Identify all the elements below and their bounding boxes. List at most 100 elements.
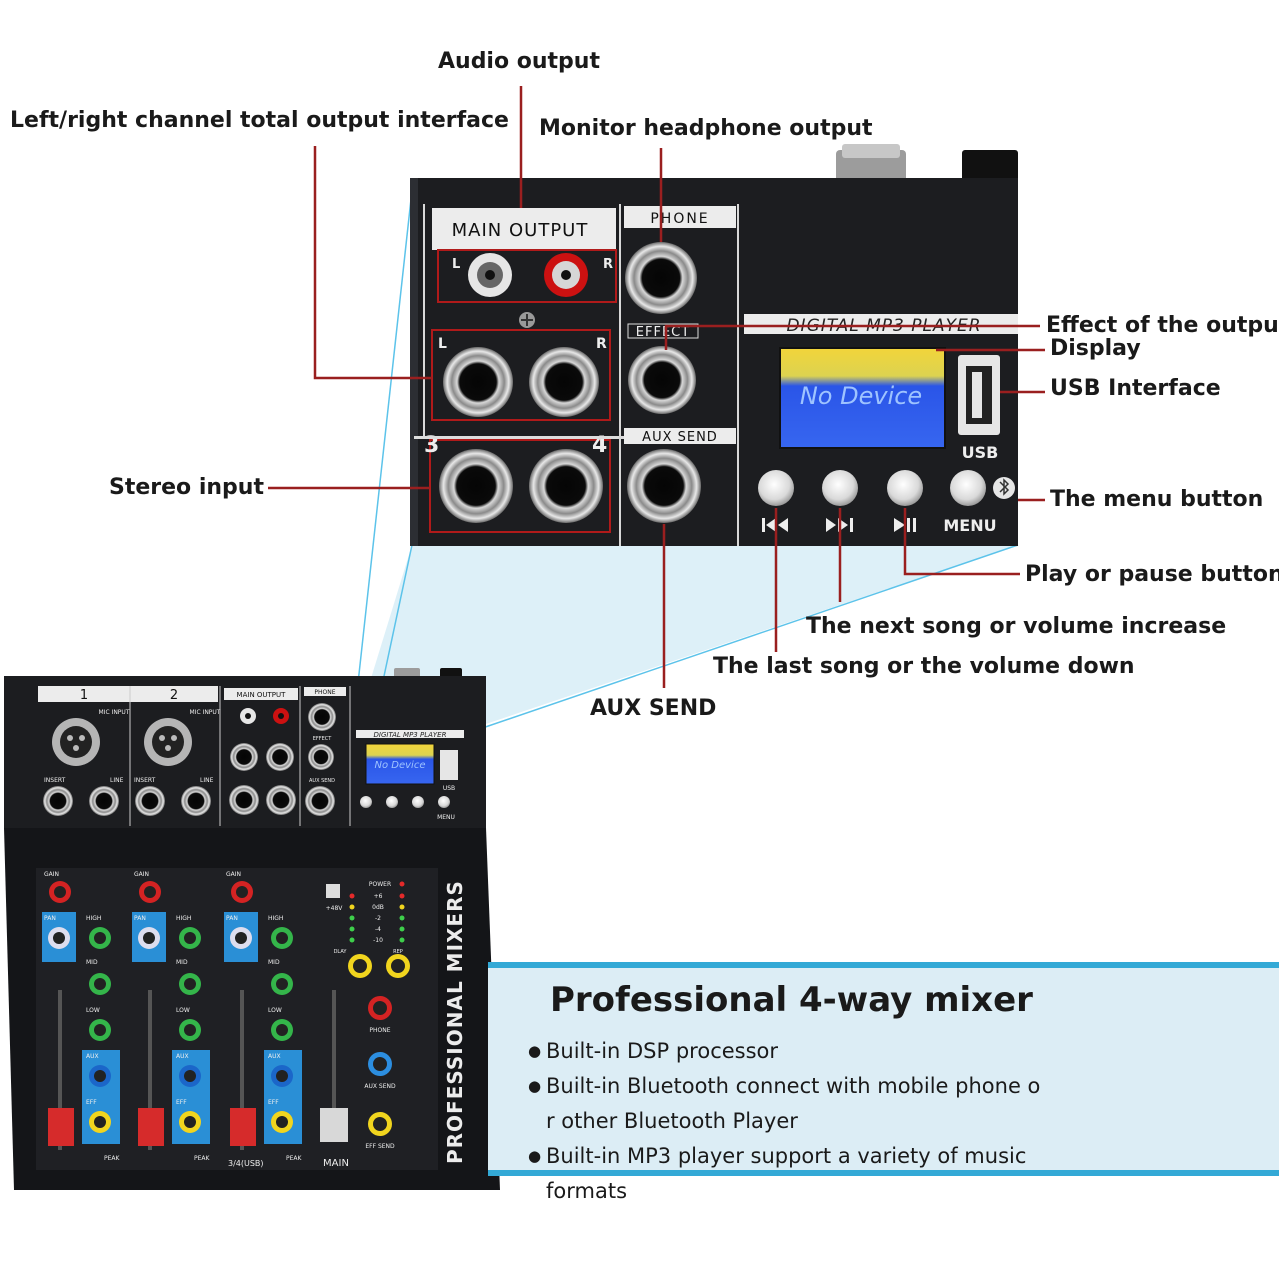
mini-effect-jack[interactable]	[308, 744, 334, 770]
mini-high-label: HIGH	[268, 915, 283, 922]
feature-info-box: Professional 4-way mixer Built-in DSP pr…	[488, 962, 1279, 1203]
mini-meter-led	[399, 893, 405, 899]
output-right-jack[interactable]	[529, 347, 599, 417]
mini-meter-led	[399, 915, 405, 921]
mini-meter-led	[399, 904, 405, 910]
mini-mic-input-2: MIC INPUT	[190, 709, 221, 716]
next-button[interactable]	[822, 470, 858, 506]
mini-in-4-jack[interactable]	[266, 785, 296, 815]
mini-channel-fader[interactable]	[230, 1108, 256, 1146]
feature-item-continuation: r other Bluetooth Player	[546, 1109, 798, 1133]
mini-meter-led	[349, 904, 355, 910]
mini-usb-label: USB	[443, 785, 455, 792]
mini-effect-label: EFFECT	[313, 736, 333, 742]
enlarged-panel: MAIN OUTPUT L R L R 3 4 PHONE	[410, 144, 1018, 546]
mini-high-label: HIGH	[176, 915, 191, 922]
mini-peak-label: PEAK	[104, 1155, 121, 1162]
mini-gain-label: GAIN	[44, 871, 59, 878]
feature-item: Built-in MP3 player support a variety of…	[528, 1139, 1068, 1209]
callout-lines	[268, 86, 1045, 688]
mini-mid-label: MID	[86, 959, 98, 966]
main-output-r: R	[603, 257, 613, 272]
mini-meter-label: -10	[373, 937, 383, 944]
mini-insert-2: INSERT	[134, 777, 156, 784]
mini-channel-fader[interactable]	[48, 1108, 74, 1146]
effect-jack[interactable]	[628, 346, 696, 414]
effect-label: EFFECT	[636, 325, 690, 340]
mini-delay-label: DLAY	[334, 949, 348, 955]
stereo-input-3-jack[interactable]	[439, 449, 513, 523]
mini-insert-jack-1[interactable]	[43, 786, 73, 816]
mini-line-1: LINE	[110, 777, 124, 784]
mini-line-jack-1[interactable]	[89, 786, 119, 816]
mini-meter-led	[349, 893, 355, 899]
mini-menu-label: MENU	[437, 814, 455, 821]
mini-phone-jack[interactable]	[308, 703, 336, 731]
mini-meter-label: +6	[374, 893, 383, 900]
mini-low-label: LOW	[268, 1007, 282, 1014]
mini-aux-send-jack[interactable]	[305, 786, 335, 816]
callout-menu-button: The menu button	[1050, 487, 1264, 512]
callout-next-song: The next song or volume increase	[806, 614, 1227, 639]
mini-ch2-label: 2	[170, 688, 178, 703]
usb-label: USB	[962, 443, 999, 462]
previous-icon	[762, 518, 788, 532]
previous-button[interactable]	[758, 470, 794, 506]
feature-item: Built-in Bluetooth connect with mobile p…	[528, 1069, 1068, 1104]
mini-mid-label: MID	[176, 959, 188, 966]
aux-send-jack[interactable]	[627, 449, 701, 523]
mini-aux-send-label: AUX SEND	[309, 778, 335, 784]
callout-lr-total-output: Left/right channel total output interfac…	[10, 108, 509, 133]
play-pause-icon	[894, 518, 916, 532]
feature-list: Built-in DSP processor Built-in Bluetoot…	[528, 1034, 1068, 1209]
mini-in-3-jack[interactable]	[229, 785, 259, 815]
mini-lcd-text: No Device	[375, 760, 426, 771]
mini-meter-label: 0dB	[372, 904, 384, 911]
mini-meter-label: -4	[375, 926, 381, 933]
play-pause-button[interactable]	[887, 470, 923, 506]
mini-peak-label: PEAK	[286, 1155, 303, 1162]
phone-label: PHONE	[650, 211, 709, 227]
callout-display: Display	[1050, 336, 1141, 361]
mini-gain-label: GAIN	[134, 871, 149, 878]
callout-last-song: The last song or the volume down	[713, 654, 1135, 679]
mini-phantom-label: +48V	[326, 905, 344, 912]
mini-eff-label: EFF	[86, 1099, 97, 1106]
mini-insert-jack-2[interactable]	[135, 786, 165, 816]
feature-title: Professional 4-way mixer	[550, 980, 1033, 1020]
mini-aux-send-knob-label: AUX SEND	[364, 1083, 396, 1090]
menu-label: MENU	[943, 516, 996, 535]
channel-4-label: 4	[592, 433, 607, 458]
mini-aux-label: AUX	[176, 1053, 189, 1060]
mini-mixer: 1 2 MIC INPUT INSERT LINE MIC INPUT INSE…	[4, 668, 500, 1190]
mini-insert-1: INSERT	[44, 777, 66, 784]
mini-brand-vertical: PROFESSIONAL MIXERS	[443, 880, 467, 1164]
mini-eff-send-label: EFF SEND	[365, 1143, 395, 1150]
menu-button[interactable]	[950, 470, 986, 506]
mini-main-output: MAIN OUTPUT	[237, 691, 287, 699]
mini-out-l-jack[interactable]	[230, 743, 258, 771]
lr-output-r: R	[596, 336, 607, 352]
mini-meter-led	[399, 937, 405, 943]
callout-effect-output: Effect of the output	[1046, 313, 1279, 338]
mini-channel-fader[interactable]	[138, 1108, 164, 1146]
mini-low-label: LOW	[176, 1007, 190, 1014]
mini-high-label: HIGH	[86, 915, 101, 922]
phone-jack[interactable]	[625, 242, 697, 314]
callout-stereo-input: Stereo input	[109, 475, 264, 500]
stereo-input-4-jack[interactable]	[529, 449, 603, 523]
zoom-beam-edge	[461, 544, 1019, 736]
mini-power-led	[399, 881, 405, 887]
mini-meter-led	[399, 926, 405, 932]
lcd-display-text: No Device	[800, 382, 922, 410]
channel-3-label: 3	[424, 433, 439, 458]
output-left-jack[interactable]	[443, 347, 513, 417]
main-output-l: L	[452, 257, 460, 272]
mini-main-fader[interactable]	[320, 1108, 348, 1142]
mini-eff-label: EFF	[176, 1099, 187, 1106]
mini-aux-label: AUX	[86, 1053, 99, 1060]
mini-line-jack-2[interactable]	[181, 786, 211, 816]
mini-out-r-jack[interactable]	[266, 743, 294, 771]
lr-output-l: L	[438, 336, 447, 352]
